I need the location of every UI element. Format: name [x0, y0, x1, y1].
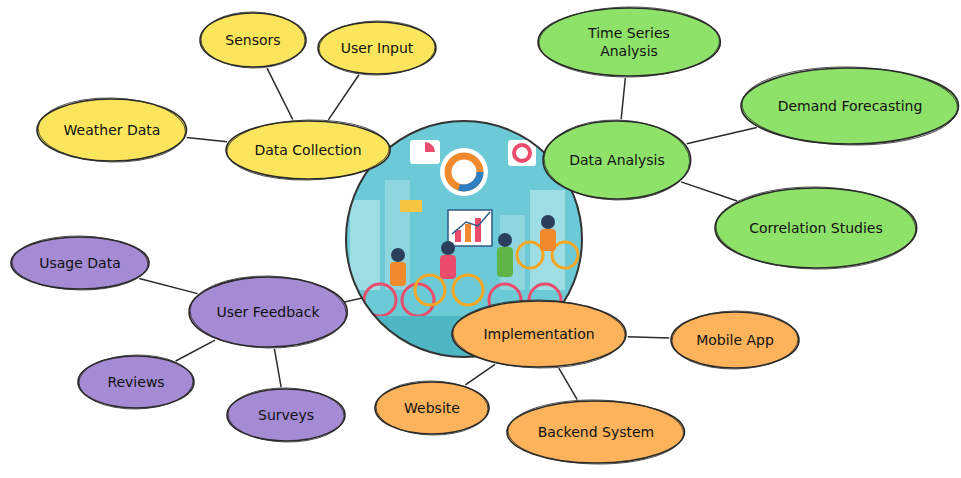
branch-connector — [681, 182, 737, 201]
topic-bubble: User Feedback — [187, 275, 349, 349]
topic-bubble: Correlation Studies — [713, 186, 919, 270]
topic-label: Surveys — [258, 406, 314, 424]
branch-connector — [267, 68, 293, 119]
branch-connector — [187, 138, 227, 142]
topic-label: Reviews — [107, 373, 164, 391]
topic-label: Time Series Analysis — [569, 24, 689, 60]
branch-connector — [176, 340, 215, 361]
topic-label: User Input — [341, 39, 414, 57]
branch-connector — [328, 75, 359, 120]
topic-label: Usage Data — [39, 254, 121, 272]
topic-bubble: Data Analysis — [541, 119, 693, 201]
topic-label: Website — [404, 399, 460, 417]
topic-bubble: Weather Data — [35, 97, 188, 163]
topic-label: Data Collection — [254, 141, 361, 159]
topic-bubble: Reviews — [76, 354, 196, 410]
topic-label: Weather Data — [64, 121, 161, 139]
topic-bubble: User Input — [316, 20, 438, 76]
topic-bubble: Data Collection — [224, 119, 392, 181]
bubble-outline — [536, 6, 722, 78]
branch-connector — [621, 78, 625, 119]
topic-bubble: Demand Forecasting — [739, 66, 961, 146]
topic-bubble: Sensors — [198, 11, 308, 69]
topic-label: Sensors — [225, 31, 280, 49]
branch-connector — [465, 364, 495, 384]
topic-label: Data Analysis — [569, 151, 665, 169]
topic-bubble: Mobile App — [669, 310, 801, 370]
topic-bubble: Time Series Analysis — [536, 6, 722, 78]
topic-bubble: Surveys — [225, 387, 347, 443]
branch-connector — [139, 278, 197, 293]
branch-connector — [559, 368, 577, 400]
topic-label: Implementation — [483, 325, 594, 343]
topic-label: Mobile App — [696, 331, 774, 349]
topic-label: User Feedback — [216, 303, 319, 321]
topic-bubble: Usage Data — [9, 235, 151, 291]
topic-label: Correlation Studies — [749, 219, 883, 237]
branch-connector — [274, 349, 281, 387]
topic-bubble: Website — [373, 380, 491, 436]
topic-label: Demand Forecasting — [778, 97, 923, 115]
topic-bubble: Backend System — [505, 399, 686, 465]
topic-label: Backend System — [538, 423, 655, 441]
topic-bubble: Implementation — [450, 299, 628, 369]
branch-connector — [628, 337, 669, 338]
branch-connector — [687, 128, 757, 144]
